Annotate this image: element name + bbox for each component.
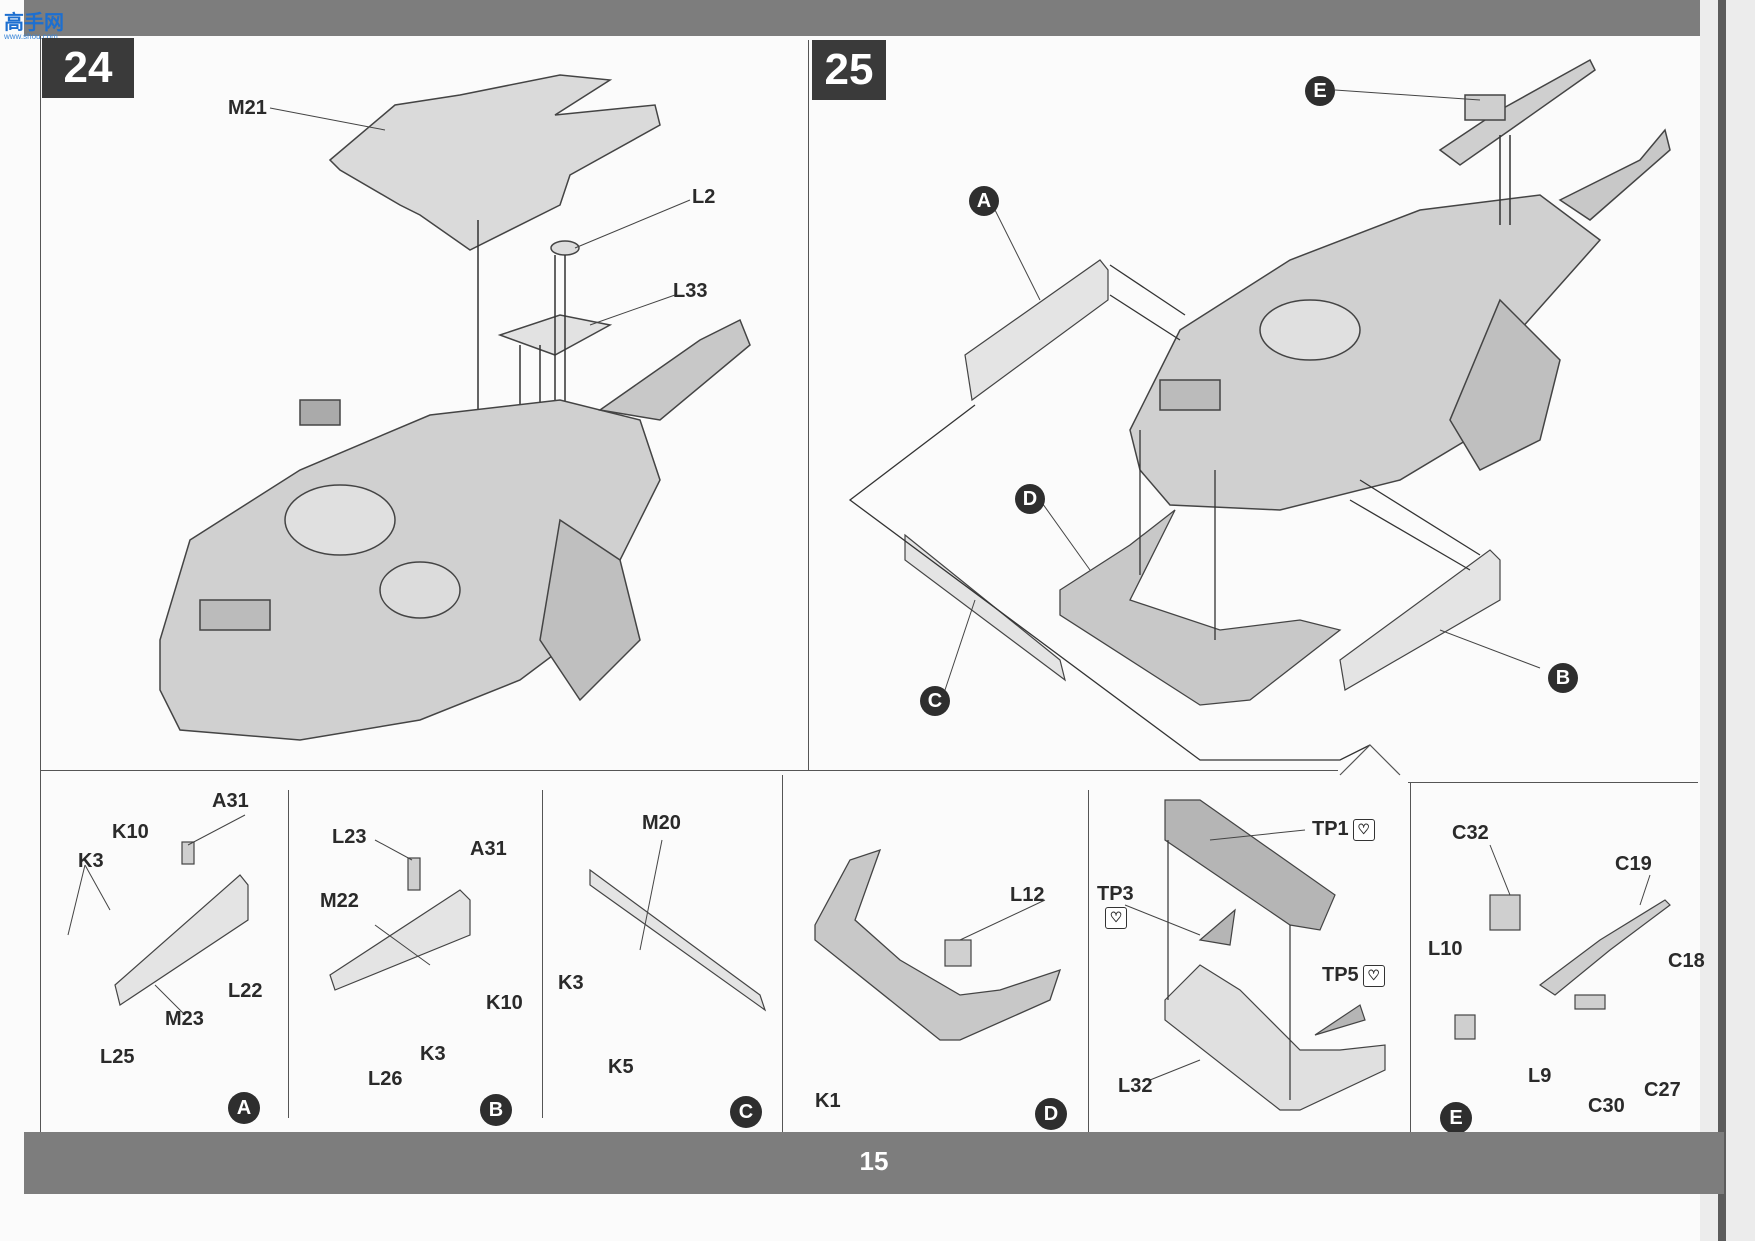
part-e-gun bbox=[1438, 58, 1596, 166]
label-l9: L9 bbox=[1528, 1065, 1552, 1087]
part-m21-plate bbox=[328, 74, 661, 251]
watermark-logo: 高手网 www.shou.com bbox=[4, 6, 64, 41]
broken-heart-icon: ♡ bbox=[1105, 906, 1127, 929]
subpanel-divider-ab bbox=[288, 790, 289, 1118]
subpanel-b-rail bbox=[329, 857, 471, 991]
arrows-d bbox=[1139, 430, 1216, 640]
label-tp5: TP5♡ bbox=[1322, 964, 1385, 987]
label-l22: L22 bbox=[228, 980, 263, 1002]
subpanel-d2-mesh bbox=[1164, 799, 1336, 931]
callout-sub-b: B bbox=[480, 1094, 512, 1126]
label-l25: L25 bbox=[100, 1046, 135, 1068]
turret-step25 bbox=[1129, 128, 1671, 511]
part-c-rail bbox=[904, 533, 1066, 682]
broken-heart-icon: ♡ bbox=[1352, 818, 1375, 841]
label-l10: L10 bbox=[1428, 938, 1463, 960]
part-d-basket bbox=[1059, 509, 1342, 706]
label-m20: M20 bbox=[642, 812, 681, 834]
subpanel-d2-frame bbox=[1164, 964, 1386, 1111]
subpanel-d-basket bbox=[814, 848, 1062, 1041]
subpanel-e-gun bbox=[1454, 894, 1671, 1040]
label-k3-c: K3 bbox=[558, 972, 584, 994]
logo-subtext: www.shou.com bbox=[4, 32, 58, 41]
connector-line bbox=[848, 404, 1371, 761]
label-m22: M22 bbox=[320, 890, 359, 912]
part-b-rail bbox=[1339, 549, 1501, 691]
subpanel-divider-bc bbox=[542, 790, 543, 1118]
label-c18: C18 bbox=[1668, 950, 1705, 972]
detail-pointer bbox=[1339, 744, 1401, 776]
label-k10-b: K10 bbox=[486, 992, 523, 1014]
label-tp3: TP3♡ bbox=[1097, 883, 1134, 929]
label-l12: L12 bbox=[1010, 884, 1045, 906]
broken-heart-icon: ♡ bbox=[1362, 964, 1385, 987]
callout-b: B bbox=[1548, 663, 1578, 693]
label-m21: M21 bbox=[228, 97, 267, 119]
subpanel-divider-d2e bbox=[1410, 782, 1411, 1132]
callout-sub-e: E bbox=[1440, 1102, 1472, 1134]
label-c30: C30 bbox=[1588, 1095, 1625, 1117]
step-number-24: 24 bbox=[42, 38, 134, 98]
callout-sub-a: A bbox=[228, 1092, 260, 1124]
part-a-rail bbox=[964, 259, 1109, 402]
label-c32: C32 bbox=[1452, 822, 1489, 844]
label-a31-b: A31 bbox=[470, 838, 507, 860]
label-l26: L26 bbox=[368, 1068, 403, 1090]
callout-c: C bbox=[920, 686, 950, 716]
arrows-b bbox=[1349, 479, 1481, 571]
label-m23: M23 bbox=[165, 1008, 204, 1030]
page-edge bbox=[1700, 0, 1755, 1241]
subpanel-leader-lines bbox=[67, 814, 1651, 1081]
subpanel-c-rail bbox=[589, 868, 767, 1012]
label-tp1: TP1♡ bbox=[1312, 818, 1375, 841]
leader-lines bbox=[269, 89, 1541, 691]
label-tp1-text: TP1 bbox=[1312, 818, 1349, 840]
label-k10: K10 bbox=[112, 821, 149, 843]
label-l23: L23 bbox=[332, 826, 367, 848]
page-number: 15 bbox=[859, 1146, 889, 1176]
callout-d: D bbox=[1015, 484, 1045, 514]
subpanel-divider-cd bbox=[782, 775, 783, 1132]
part-l2 bbox=[550, 240, 580, 256]
label-k3: K3 bbox=[78, 850, 104, 872]
label-l32: L32 bbox=[1118, 1075, 1153, 1097]
label-tp3-text: TP3 bbox=[1097, 883, 1134, 905]
callout-e: E bbox=[1305, 76, 1335, 106]
subpanel-top-line-right bbox=[1408, 782, 1698, 783]
subpanel-top-line bbox=[40, 770, 1338, 771]
logo-text: 高手网 bbox=[4, 12, 64, 34]
arrows-a bbox=[1109, 264, 1186, 341]
part-tp3 bbox=[1198, 908, 1236, 946]
subpanel-a-rail bbox=[114, 841, 249, 1006]
part-tp5 bbox=[1314, 1004, 1366, 1036]
callout-a: A bbox=[969, 186, 999, 216]
turret-step24 bbox=[159, 318, 751, 741]
label-tp5-text: TP5 bbox=[1322, 964, 1359, 986]
callout-sub-c: C bbox=[730, 1096, 762, 1128]
label-k3-b: K3 bbox=[420, 1043, 446, 1065]
d2-arrows bbox=[1167, 840, 1291, 1100]
label-a31: A31 bbox=[212, 790, 249, 812]
bottom-bar: 15 bbox=[24, 1132, 1724, 1194]
subpanel-divider-dd2 bbox=[1088, 790, 1089, 1132]
left-frame bbox=[40, 36, 41, 1132]
page-edge-shadow bbox=[1718, 0, 1726, 1241]
step-divider bbox=[808, 40, 809, 770]
part-l12 bbox=[944, 939, 972, 967]
label-c19: C19 bbox=[1615, 853, 1652, 875]
step-number-25: 25 bbox=[812, 40, 886, 100]
label-k1: K1 bbox=[815, 1090, 841, 1112]
label-l2: L2 bbox=[692, 186, 716, 208]
top-bar bbox=[24, 0, 1736, 36]
label-c27: C27 bbox=[1644, 1079, 1681, 1101]
label-l33: L33 bbox=[673, 280, 708, 302]
label-k5: K5 bbox=[608, 1056, 634, 1078]
callout-sub-d: D bbox=[1035, 1098, 1067, 1130]
